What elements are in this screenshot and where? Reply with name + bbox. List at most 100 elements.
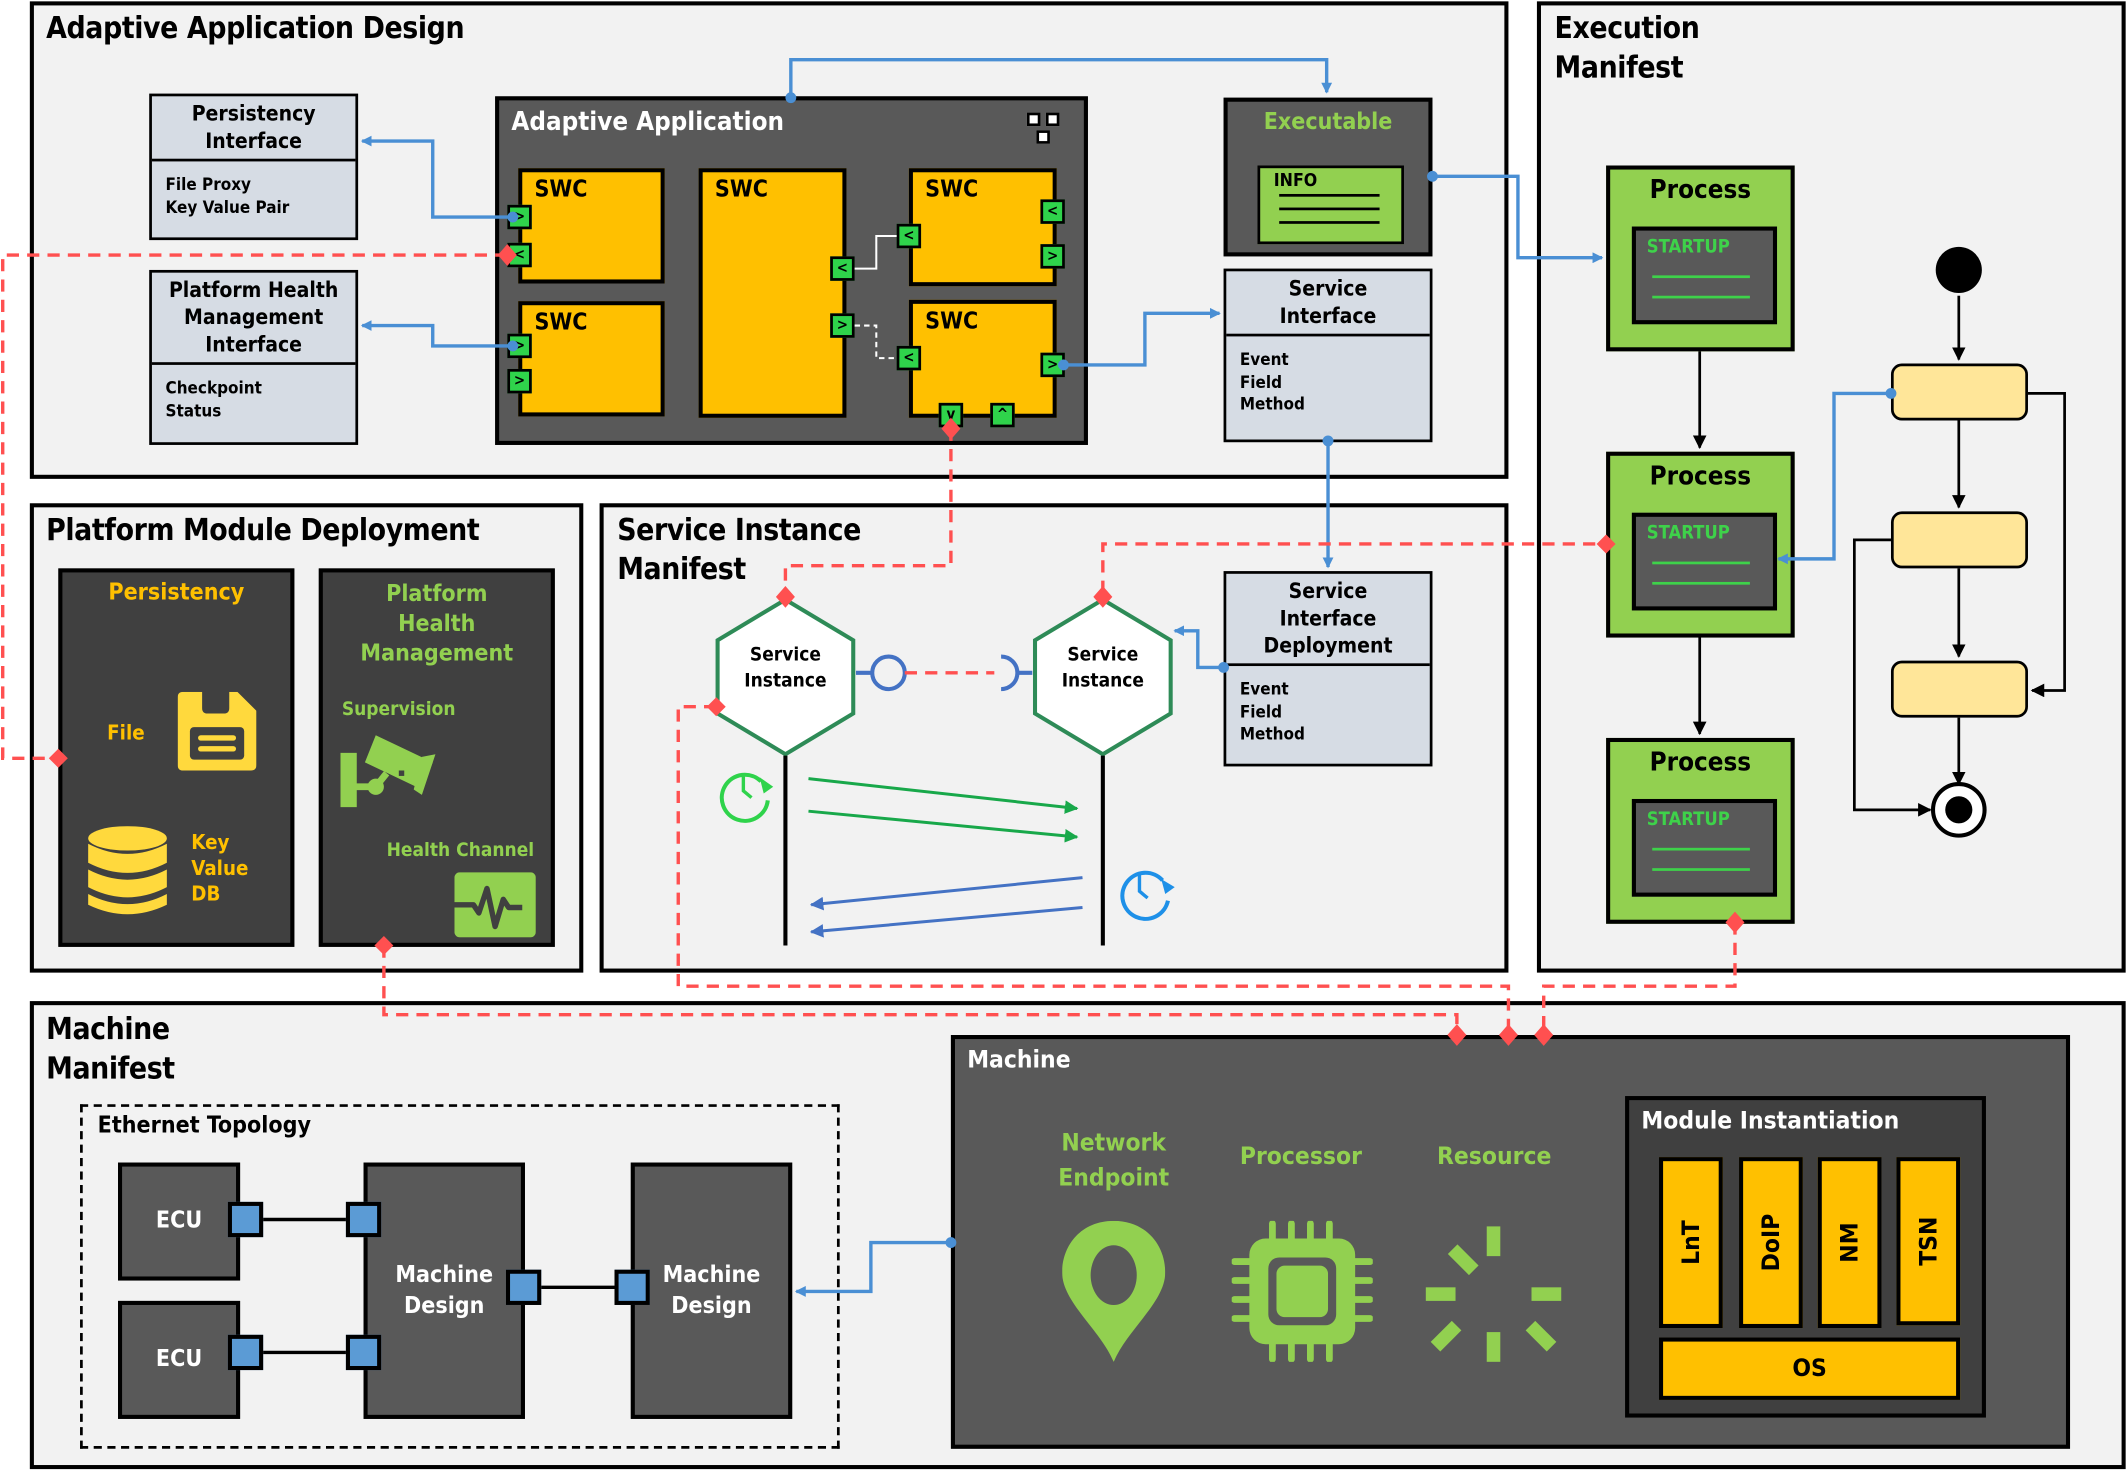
port-provided[interactable]: >	[1040, 244, 1065, 269]
port-provided[interactable]: >	[830, 313, 855, 338]
location-pin-icon	[1062, 1220, 1166, 1362]
port-required[interactable]: <	[507, 242, 532, 268]
startup-label: STARTUP	[1646, 236, 1730, 258]
module-nm[interactable]: NM	[1817, 1157, 1882, 1329]
port-provided[interactable]: >	[507, 333, 532, 359]
info-label: INFO	[1273, 170, 1318, 192]
ethernet-port[interactable]	[345, 1201, 382, 1238]
port-up[interactable]: ^	[990, 402, 1015, 428]
module-label: NM	[1835, 1222, 1864, 1263]
service-interface-deployment[interactable]: Service Interface Deployment Event Field…	[1223, 571, 1433, 767]
startup-label: STARTUP	[1646, 808, 1730, 831]
machine[interactable]: Machine Network Endpoint Processor Resou…	[950, 1035, 2071, 1449]
module-label: LnT	[1676, 1220, 1706, 1265]
health-channel-label: Health Channel	[386, 839, 535, 862]
module-lnt[interactable]: LnT	[1659, 1157, 1723, 1329]
port-required[interactable]: <	[830, 256, 855, 281]
module-label: OS	[1792, 1354, 1827, 1383]
module-label: TSN	[1914, 1216, 1943, 1266]
network-endpoint-label: Network Endpoint	[1058, 1128, 1170, 1193]
ecu-label: ECU	[155, 1207, 203, 1235]
process-title: Process	[1649, 174, 1752, 205]
process-1[interactable]: Process STARTUP	[1606, 165, 1795, 352]
swc-bottom-left[interactable]: SWC	[518, 301, 665, 417]
swc-label: SWC	[534, 176, 588, 204]
process-title: Process	[1649, 461, 1752, 492]
executable[interactable]: Executable INFO	[1223, 97, 1433, 257]
component-icon	[1026, 112, 1065, 148]
service-instance-consumer[interactable]: Service Instance	[1032, 597, 1173, 757]
port-required[interactable]: <	[896, 345, 922, 371]
startup-config: STARTUP	[1631, 512, 1778, 611]
swc-label: SWC	[714, 176, 768, 204]
machine-design-1[interactable]: Machine Design	[363, 1162, 525, 1419]
adaptive-application-title: Adaptive Application	[511, 107, 785, 138]
info-card: INFO	[1257, 165, 1404, 245]
swc-top-left[interactable]: SWC	[518, 168, 665, 284]
service-instance-label: Service Instance	[1061, 644, 1144, 692]
state-2[interactable]	[1890, 511, 2028, 569]
machine-title: Machine	[967, 1045, 1071, 1075]
panel-title: Service Instance Manifest	[617, 514, 861, 588]
phm-title: Platform Health Management	[360, 580, 514, 668]
phm-module[interactable]: Platform Health Management Supervision H…	[318, 568, 555, 947]
port-provided[interactable]: >	[507, 368, 532, 394]
panel-title: Platform Module Deployment	[46, 514, 480, 549]
ethernet-port[interactable]	[345, 1334, 382, 1371]
ecu-1[interactable]: ECU	[118, 1162, 241, 1281]
port-down[interactable]: v	[938, 402, 964, 428]
port-provided[interactable]: >	[507, 204, 532, 230]
phm-interface[interactable]: Platform Health Management Interface Che…	[149, 269, 359, 445]
interface-items: Event Field Method	[1239, 678, 1305, 744]
port-required[interactable]: <	[1040, 199, 1065, 224]
machine-design-2[interactable]: Machine Design	[630, 1162, 793, 1419]
key-value-db-label: Key Value DB	[191, 830, 249, 907]
interface-items: Event Field Method	[1239, 348, 1305, 414]
state-1[interactable]	[1890, 363, 2028, 421]
swc-bottom-right[interactable]: SWC	[908, 299, 1057, 418]
interface-title: Service Interface Deployment	[1226, 574, 1430, 667]
port-required[interactable]: <	[896, 223, 922, 249]
service-interface[interactable]: Service Interface Event Field Method	[1223, 268, 1433, 443]
persistency-module[interactable]: Persistency File Key Value DB	[58, 568, 295, 947]
swc-top-right[interactable]: SWC	[908, 168, 1057, 287]
process-2[interactable]: Process STARTUP	[1606, 451, 1795, 638]
resource-label: Resource	[1436, 1142, 1552, 1171]
module-instantiation[interactable]: Module Instantiation LnT DoIP NM TSN OS	[1625, 1096, 1986, 1418]
process-3[interactable]: Process STARTUP	[1606, 737, 1795, 924]
startup-label: STARTUP	[1646, 522, 1730, 544]
service-instance-provider[interactable]: Service Instance	[715, 597, 856, 757]
machine-design-label: Machine Design	[662, 1261, 761, 1320]
ecu-2[interactable]: ECU	[118, 1300, 241, 1419]
module-tsn[interactable]: TSN	[1896, 1157, 1961, 1326]
supervision-label: Supervision	[341, 698, 456, 721]
startup-config: STARTUP	[1631, 798, 1778, 897]
module-os[interactable]: OS	[1659, 1337, 1961, 1400]
service-instance-label: Service Instance	[744, 644, 827, 692]
panel-title: Machine Manifest	[46, 1013, 175, 1087]
persistency-title: Persistency	[108, 579, 245, 607]
file-label: File	[107, 720, 145, 745]
ecu-label: ECU	[155, 1345, 203, 1373]
ethernet-port[interactable]	[505, 1269, 542, 1305]
startup-config: STARTUP	[1631, 226, 1778, 325]
interface-items: File Proxy Key Value Pair	[165, 173, 290, 217]
ethernet-port[interactable]	[614, 1269, 650, 1305]
floppy-disk-icon	[177, 691, 257, 771]
swc-center[interactable]: SWC	[698, 168, 847, 418]
persistency-interface[interactable]: Persistency Interface File Proxy Key Val…	[149, 93, 359, 241]
interface-title: Platform Health Management Interface	[151, 273, 356, 365]
module-label: DoIP	[1756, 1213, 1786, 1272]
module-doip[interactable]: DoIP	[1739, 1157, 1803, 1329]
processor-chip-icon	[1231, 1220, 1373, 1362]
port-provided[interactable]: >	[1040, 352, 1065, 378]
machine-design-label: Machine Design	[395, 1261, 494, 1320]
database-icon	[88, 826, 167, 915]
ethernet-port[interactable]	[227, 1201, 264, 1238]
security-camera-icon	[340, 735, 436, 808]
swc-label: SWC	[534, 309, 588, 337]
ethernet-port[interactable]	[227, 1334, 264, 1371]
interface-items: Checkpoint Status	[165, 377, 262, 420]
state-3[interactable]	[1890, 660, 2028, 718]
